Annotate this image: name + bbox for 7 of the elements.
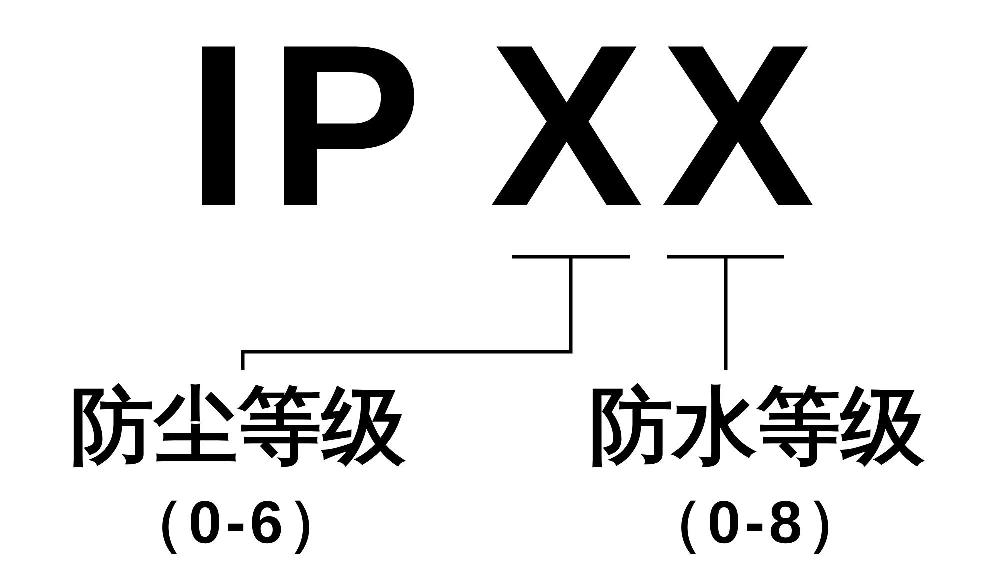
rating-label: 防水等级	[589, 383, 925, 469]
range-label: （0-8）	[644, 491, 870, 555]
leader-line	[241, 255, 632, 372]
leader-line	[665, 255, 786, 372]
rating-label: 防尘等级	[70, 383, 406, 469]
range-label: （0-6）	[124, 491, 352, 555]
ip-code-heading: IP XX	[187, 36, 833, 216]
